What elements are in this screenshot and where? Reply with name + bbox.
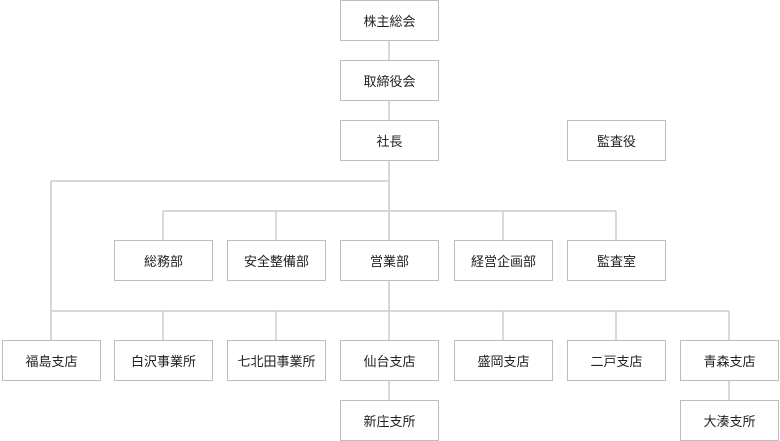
node-sub-office-ominato: 大湊支所 <box>680 400 779 441</box>
node-branch: 仙台支店 <box>340 340 439 381</box>
node-branch: 七北田事業所 <box>227 340 326 381</box>
node-sub-office-shinjo: 新庄支所 <box>340 400 439 441</box>
node-branch: 二戸支店 <box>567 340 666 381</box>
node-auditor: 監査役 <box>567 120 666 161</box>
node-department: 経営企画部 <box>454 240 553 281</box>
node-department: 監査室 <box>567 240 666 281</box>
node-branch: 盛岡支店 <box>454 340 553 381</box>
node-department: 営業部 <box>340 240 439 281</box>
node-board-of-directors: 取締役会 <box>340 60 439 101</box>
node-branch: 青森支店 <box>680 340 779 381</box>
node-department: 安全整備部 <box>227 240 326 281</box>
node-shareholders-meeting: 株主総会 <box>340 0 439 41</box>
node-branch: 福島支店 <box>2 340 101 381</box>
node-branch: 白沢事業所 <box>114 340 213 381</box>
node-president: 社長 <box>340 120 439 161</box>
node-department: 総務部 <box>114 240 213 281</box>
